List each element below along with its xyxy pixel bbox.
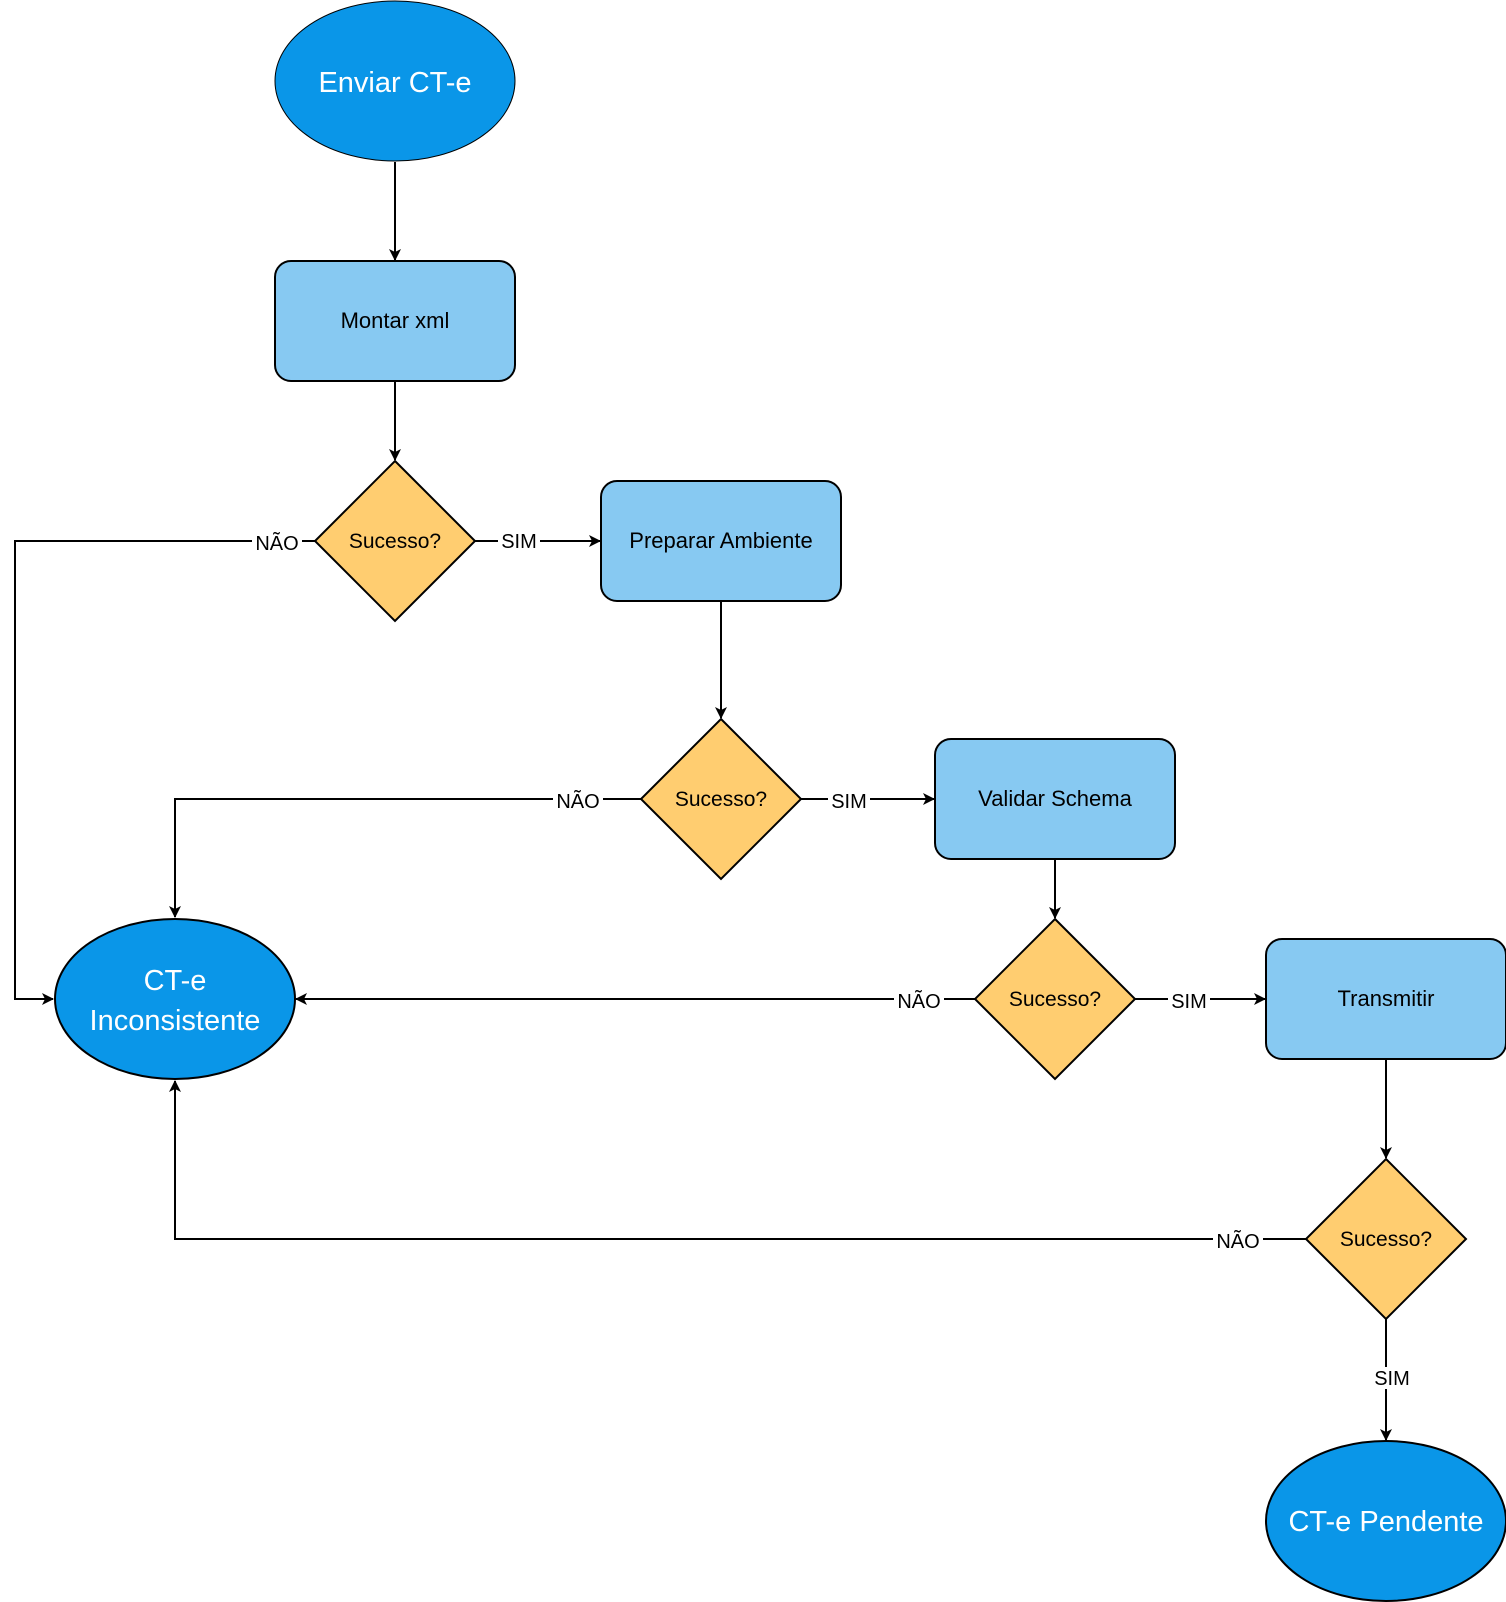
label-sim: SIM [501,531,537,553]
label-sim: SIM [1171,991,1207,1013]
decision-2-label: Sucesso? [675,788,767,811]
edge-label-d2-no: NÃO [553,789,603,813]
edge-label-d4-yes: SIM [1370,1367,1414,1390]
edge-label-d3-yes: SIM [1168,990,1210,1013]
process-validar-schema: Validar Schema [934,738,1176,860]
start-terminal: Enviar CT-e [274,0,516,162]
preparar-label: Preparar Ambiente [629,528,812,553]
label-sim: SIM [831,791,867,813]
pendente-label: CT-e Pendente [1288,1506,1483,1538]
validar-label: Validar Schema [978,786,1132,811]
decision-3: Sucesso? [973,917,1137,1081]
edge-d1-no [14,540,315,1005]
edge-label-d3-no: NÃO [894,989,944,1013]
edge-d2-no [169,798,641,918]
process-transmitir: Transmitir [1265,938,1506,1060]
decision-4: Sucesso? [1304,1157,1468,1321]
inconsistente-label-line1: CT-e [144,965,207,997]
label-nao: NÃO [1216,1229,1259,1253]
end-terminal-inconsistente: CT-e Inconsistente [54,918,296,1080]
start-label: Enviar CT-e [318,67,471,99]
decision-1-label: Sucesso? [349,530,441,553]
label-nao: NÃO [897,989,940,1013]
edge-label-d1-yes: SIM [498,530,540,553]
decision-1: Sucesso? [313,459,477,623]
label-sim: SIM [1374,1368,1410,1390]
edge-d4-no [169,1080,1306,1240]
end-terminal-pendente: CT-e Pendente [1265,1440,1506,1602]
decision-3-label: Sucesso? [1009,988,1101,1011]
edge-label-d2-yes: SIM [828,790,870,813]
label-nao: NÃO [255,531,298,555]
process-montar-xml: Montar xml [274,260,516,382]
edge-label-d4-no: NÃO [1213,1229,1263,1253]
montar-label: Montar xml [341,308,450,333]
edge-label-d1-no: NÃO [252,531,302,555]
process-preparar-ambiente: Preparar Ambiente [600,480,842,602]
inconsistente-label-line2: Inconsistente [90,1005,261,1037]
decision-4-label: Sucesso? [1340,1228,1432,1251]
decision-2: Sucesso? [639,717,803,881]
label-nao: NÃO [556,789,599,813]
transmitir-label: Transmitir [1338,986,1435,1011]
